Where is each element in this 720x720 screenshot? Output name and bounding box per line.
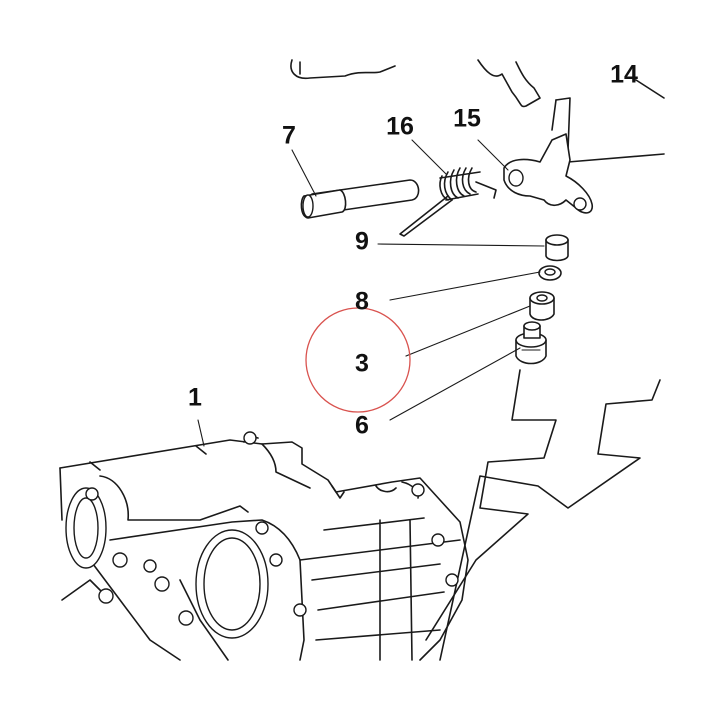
part-16-spring [399, 167, 497, 237]
part-9-cap [545, 234, 569, 262]
upper-linkage [290, 59, 665, 163]
callout-3: 3 [355, 349, 369, 378]
callout-6: 6 [355, 411, 369, 440]
callout-9: 9 [355, 227, 369, 256]
highlight-circle [305, 307, 411, 413]
callout-14: 14 [610, 60, 638, 89]
callout-1: 1 [188, 383, 202, 412]
leader-lines [197, 139, 545, 447]
part-1-housing [59, 431, 469, 661]
callout-8: 8 [355, 287, 369, 316]
callout-15: 15 [453, 104, 481, 133]
break-lines [425, 369, 661, 661]
part-8-washer [538, 265, 562, 281]
part-7-pin [300, 179, 420, 219]
part-6-valve [515, 321, 547, 365]
part-3-seal [529, 291, 555, 321]
callout-16: 16 [386, 112, 414, 141]
part-15-lever [503, 133, 594, 214]
callout-7: 7 [282, 121, 296, 150]
